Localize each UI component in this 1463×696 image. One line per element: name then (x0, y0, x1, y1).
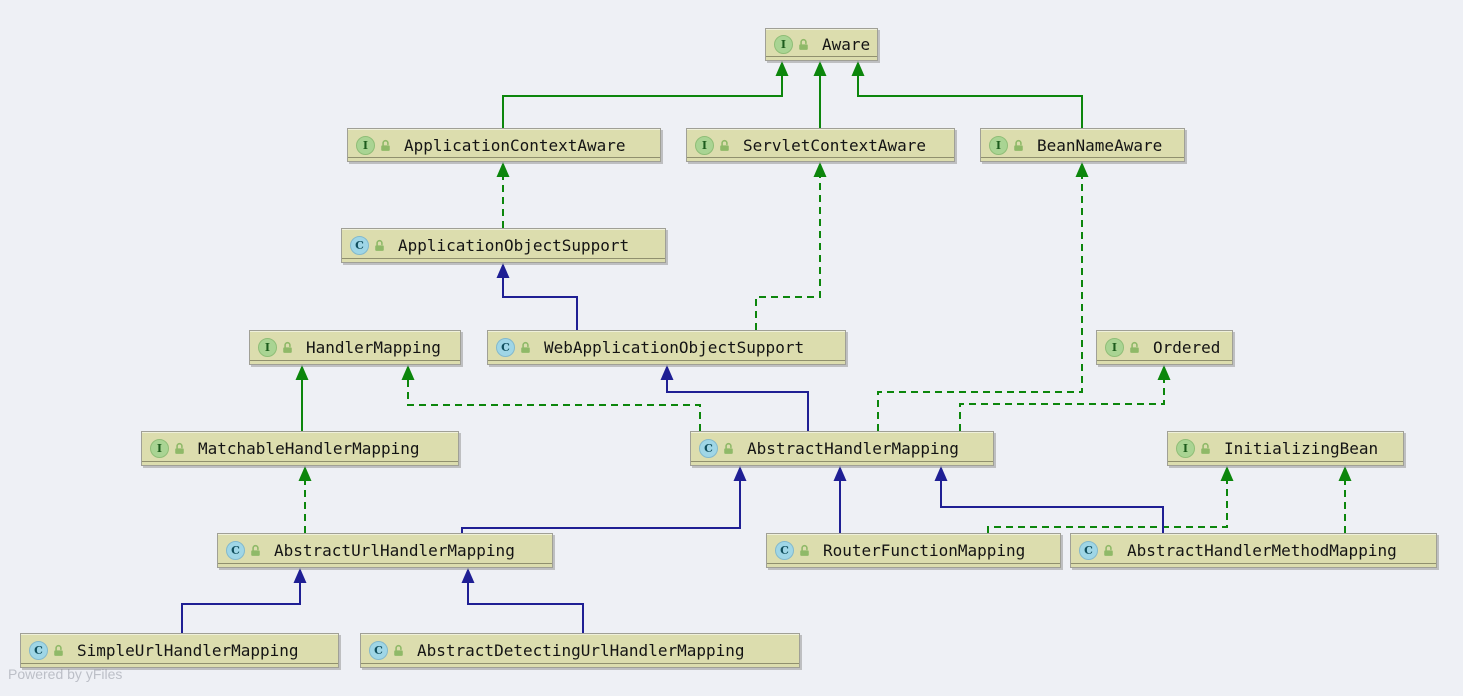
class-node-Aware[interactable]: I Aware (765, 28, 878, 61)
class-icon: C (699, 439, 718, 458)
unlocked-padlock-icon (381, 139, 390, 151)
class-node-WebApplicationObjectSupport[interactable]: C WebApplicationObjectSupport (487, 330, 846, 365)
class-node-HandlerMapping[interactable]: I HandlerMapping (249, 330, 461, 365)
class-name-label: ApplicationContextAware (404, 135, 626, 155)
unlocked-padlock-icon (724, 442, 733, 454)
interface-icon: I (695, 135, 714, 155)
class-name-label: Aware (822, 35, 871, 54)
edge-AbstractUrlHandlerMapping-to-AbstractHandlerMapping (461, 479, 741, 533)
arrowhead-AbstractUrlHandlerMapping-to-MatchableHandlerMapping (298, 466, 312, 481)
edge-WebApplicationObjectSupport-to-ApplicationObjectSupport (502, 276, 578, 330)
class-name-label: ServletContextAware (743, 135, 927, 155)
arrowhead-ApplicationObjectSupport-to-ApplicationContextAware (496, 162, 510, 177)
edge-RouterFunctionMapping-to-InitializingBean (987, 479, 1228, 533)
edge-AbstractHandlerMapping-to-BeanNameAware (877, 175, 1083, 431)
edge-SimpleUrlHandlerMapping-to-AbstractUrlHandlerMapping (181, 581, 301, 633)
unlocked-padlock-icon (1104, 544, 1113, 556)
unlocked-padlock-icon (375, 239, 384, 251)
arrowhead-ServletContextAware-to-Aware (813, 61, 827, 76)
class-node-BeanNameAware[interactable]: I BeanNameAware (980, 128, 1185, 162)
class-icon: C (29, 641, 48, 660)
edge-ApplicationContextAware-to-Aware (502, 74, 783, 128)
edge-AbstractHandlerMapping-to-HandlerMapping (407, 378, 701, 431)
arrowhead-AbstractHandlerMapping-to-Ordered (1157, 365, 1171, 380)
unlocked-padlock-icon (394, 644, 403, 656)
class-node-MatchableHandlerMapping[interactable]: I MatchableHandlerMapping (141, 431, 459, 466)
class-node-RouterFunctionMapping[interactable]: C RouterFunctionMapping (766, 533, 1061, 568)
arrowhead-AbstractDetectingUrlHandlerMapping-to-AbstractUrlHandlerMapping (461, 568, 475, 583)
interface-icon: I (989, 135, 1008, 155)
class-node-ApplicationObjectSupport[interactable]: C ApplicationObjectSupport (341, 228, 666, 263)
edge-AbstractHandlerMapping-to-Ordered (959, 378, 1165, 431)
interface-icon: I (774, 35, 793, 54)
class-node-AbstractUrlHandlerMapping[interactable]: C AbstractUrlHandlerMapping (217, 533, 553, 568)
class-icon: C (1079, 541, 1098, 560)
class-node-Ordered[interactable]: I Ordered (1096, 330, 1233, 365)
interface-icon: I (150, 439, 169, 458)
yfiles-watermark: Powered by yFiles (8, 666, 123, 682)
arrowhead-AbstractHandlerMethodMapping-to-AbstractHandlerMapping (934, 466, 948, 481)
unlocked-padlock-icon (720, 139, 729, 151)
class-icon: C (775, 541, 794, 560)
interface-icon: I (1176, 439, 1195, 458)
unlocked-padlock-icon (1201, 442, 1210, 454)
class-name-label: AbstractUrlHandlerMapping (274, 541, 515, 560)
class-name-label: SimpleUrlHandlerMapping (77, 641, 299, 660)
class-icon: C (350, 236, 369, 255)
interface-icon: I (1105, 338, 1124, 357)
arrowhead-RouterFunctionMapping-to-AbstractHandlerMapping (833, 466, 847, 481)
class-node-AbstractHandlerMapping[interactable]: C AbstractHandlerMapping (690, 431, 994, 466)
class-name-label: AbstractHandlerMethodMapping (1127, 541, 1397, 560)
edge-AbstractHandlerMapping-to-WebApplicationObjectSupport (666, 378, 809, 431)
arrowhead-RouterFunctionMapping-to-InitializingBean (1220, 466, 1234, 481)
class-node-AbstractDetectingUrlHandlerMapping[interactable]: C AbstractDetectingUrlHandlerMapping (360, 633, 800, 668)
unlocked-padlock-icon (283, 341, 292, 353)
class-name-label: AbstractDetectingUrlHandlerMapping (417, 641, 745, 660)
unlocked-padlock-icon (1014, 139, 1023, 151)
arrowhead-AbstractHandlerMethodMapping-to-InitializingBean (1338, 466, 1352, 481)
unlocked-padlock-icon (800, 544, 809, 556)
class-name-label: MatchableHandlerMapping (198, 439, 420, 458)
class-node-ApplicationContextAware[interactable]: I ApplicationContextAware (347, 128, 661, 162)
unlocked-padlock-icon (251, 544, 260, 556)
arrowhead-ApplicationContextAware-to-Aware (775, 61, 789, 76)
class-node-ServletContextAware[interactable]: I ServletContextAware (686, 128, 955, 162)
edge-AbstractDetectingUrlHandlerMapping-to-AbstractUrlHandlerMapping (467, 581, 584, 633)
unlocked-padlock-icon (799, 38, 808, 50)
arrowhead-AbstractHandlerMapping-to-HandlerMapping (401, 365, 415, 380)
arrowhead-MatchableHandlerMapping-to-HandlerMapping (295, 365, 309, 380)
arrowhead-AbstractHandlerMapping-to-BeanNameAware (1075, 162, 1089, 177)
arrowhead-WebApplicationObjectSupport-to-ServletContextAware (813, 162, 827, 177)
edge-WebApplicationObjectSupport-to-ServletContextAware (755, 175, 821, 330)
unlocked-padlock-icon (54, 644, 63, 656)
class-icon: C (226, 541, 245, 560)
class-icon: C (369, 641, 388, 660)
edge-AbstractHandlerMethodMapping-to-AbstractHandlerMapping (940, 479, 1164, 533)
class-node-SimpleUrlHandlerMapping[interactable]: C SimpleUrlHandlerMapping (20, 633, 339, 668)
class-name-label: InitializingBean (1224, 439, 1379, 458)
unlocked-padlock-icon (521, 341, 530, 353)
arrowhead-WebApplicationObjectSupport-to-ApplicationObjectSupport (496, 263, 510, 278)
unlocked-padlock-icon (1130, 341, 1139, 353)
interface-icon: I (356, 135, 375, 155)
arrowhead-AbstractUrlHandlerMapping-to-AbstractHandlerMapping (733, 466, 747, 481)
class-node-InitializingBean[interactable]: I InitializingBean (1167, 431, 1404, 466)
class-name-label: RouterFunctionMapping (823, 541, 1026, 560)
unlocked-padlock-icon (175, 442, 184, 454)
class-name-label: BeanNameAware (1037, 135, 1163, 155)
arrowhead-BeanNameAware-to-Aware (851, 61, 865, 76)
arrowhead-SimpleUrlHandlerMapping-to-AbstractUrlHandlerMapping (293, 568, 307, 583)
class-name-label: ApplicationObjectSupport (398, 236, 630, 255)
interface-icon: I (258, 338, 277, 357)
class-name-label: Ordered (1153, 338, 1221, 357)
edge-BeanNameAware-to-Aware (857, 74, 1083, 128)
arrowhead-AbstractHandlerMapping-to-WebApplicationObjectSupport (660, 365, 674, 380)
class-name-label: AbstractHandlerMapping (747, 439, 959, 458)
class-name-label: WebApplicationObjectSupport (544, 338, 805, 357)
class-name-label: HandlerMapping (306, 338, 441, 357)
class-node-AbstractHandlerMethodMapping[interactable]: C AbstractHandlerMethodMapping (1070, 533, 1437, 568)
class-icon: C (496, 338, 515, 357)
